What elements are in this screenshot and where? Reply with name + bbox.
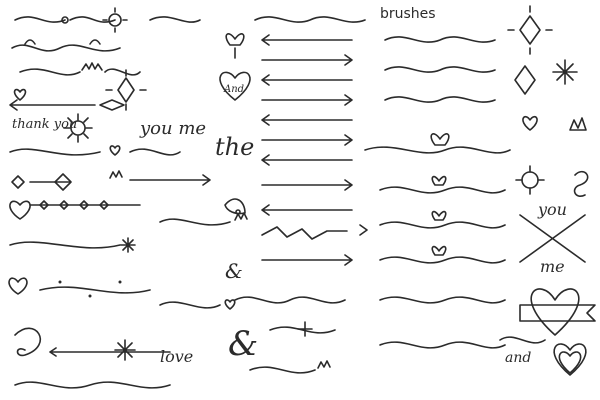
star-burst-1 <box>63 113 93 143</box>
snowflake-1 <box>552 59 578 85</box>
swirl-divider-middle <box>234 296 346 304</box>
dotted-divider <box>39 280 151 298</box>
crown-swirl-divider <box>159 212 248 226</box>
heart-swirl-left-2 <box>8 277 28 295</box>
wave-divider-top <box>254 16 366 23</box>
bow-divider-3 <box>379 245 506 264</box>
bow-divider-1 <box>379 175 506 194</box>
arrow-left-5 <box>261 154 353 166</box>
swirl-divider-col4-3 <box>384 96 496 103</box>
swirl-divider-col4-5 <box>379 341 506 349</box>
crown-divider-bottom <box>249 360 331 374</box>
swirl-divider-col4-1 <box>384 36 496 43</box>
snowflake-divider-1 <box>9 237 136 253</box>
arrow-right-5 <box>261 179 353 191</box>
arrow-left-2 <box>261 34 353 46</box>
swirl-tail-left <box>14 327 41 357</box>
you-me-text: you me <box>139 118 206 139</box>
wave-divider-bottom <box>14 381 171 389</box>
brushes-title: brushes <box>380 6 436 22</box>
arrow-right-2 <box>261 54 353 66</box>
sunburst-diamond-1 <box>507 5 553 55</box>
swirl-divider-col4-2 <box>384 66 496 73</box>
diamond-crown-divider <box>11 170 123 191</box>
swirl-divider-col4-4 <box>379 296 506 304</box>
and-banner <box>499 336 546 344</box>
heart-frame-large <box>553 343 587 376</box>
arrow-right-6 <box>261 254 353 266</box>
heart-sunburst <box>522 115 538 131</box>
arrow-right-3 <box>261 94 353 106</box>
heart-ribbon-banner <box>519 288 596 336</box>
zigzag-arrow <box>261 224 368 240</box>
arrow-left-1 <box>9 99 125 111</box>
bow-divider-2 <box>379 210 506 229</box>
ampersand-large: & <box>228 324 258 364</box>
and-heart-text: And <box>223 84 244 95</box>
sunburst-divider <box>102 7 201 33</box>
starburst-circle <box>515 165 545 195</box>
thank-you-text: thank you <box>12 117 77 132</box>
and-text: and <box>505 350 531 366</box>
arrow-left-6 <box>261 204 353 216</box>
snowflake-arrow-divider <box>49 339 171 361</box>
swirl-divider-1 <box>11 39 121 52</box>
arrow-right-4 <box>261 134 353 146</box>
heart-divider-middle <box>159 299 236 310</box>
love-text: love <box>160 347 193 366</box>
the-text: the <box>215 133 254 161</box>
crown-doodle <box>569 117 587 131</box>
heart-flourish-divider <box>9 145 181 156</box>
divider-bottom-center <box>269 321 336 337</box>
heart-doodle-small <box>13 88 27 101</box>
ampersand-1: & <box>225 259 243 283</box>
crossed-arrows <box>519 214 586 263</box>
arrow-right-1 <box>129 174 211 186</box>
me-text: me <box>540 257 565 276</box>
heart-swirl-left <box>9 200 31 220</box>
holly-leaf-doodle <box>224 198 246 215</box>
bow-doodle <box>225 33 245 59</box>
crown-divider <box>19 62 141 76</box>
sunburst-diamond-2 <box>514 65 536 95</box>
swirl-s-doodle <box>573 170 589 197</box>
you-text: you <box>537 200 567 219</box>
arrow-left-4 <box>261 114 353 126</box>
ribbon-bow-banner <box>364 133 511 154</box>
arrow-left-3 <box>261 74 353 86</box>
star-burst-large <box>105 69 147 111</box>
flourish-divider-top-left <box>14 16 116 24</box>
diamond-chain-divider <box>29 200 141 210</box>
heart-frame-and <box>219 71 251 101</box>
